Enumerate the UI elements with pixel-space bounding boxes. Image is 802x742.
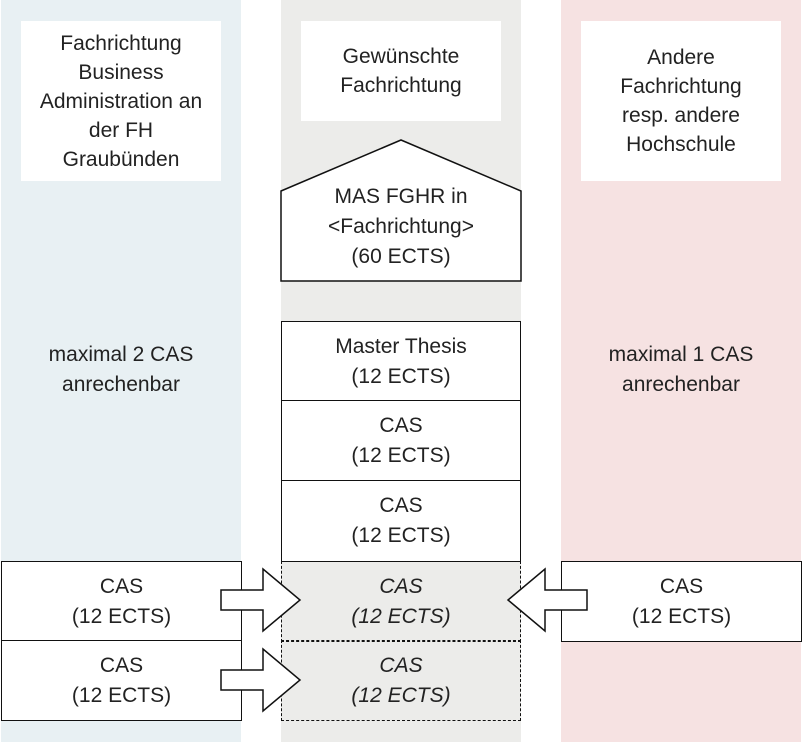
left-cas-title: CAS bbox=[99, 653, 144, 677]
right-cas-box: CAS (12 ECTS) bbox=[561, 561, 802, 642]
master-thesis-ects: (12 ECTS) bbox=[351, 364, 451, 388]
credited-cas-title: CAS bbox=[379, 574, 423, 598]
cas-box-middle-1: CAS (12 ECTS) bbox=[281, 400, 521, 482]
master-thesis-title: Master Thesis bbox=[335, 334, 467, 358]
left-cas-box-2: CAS (12 ECTS) bbox=[1, 640, 242, 721]
credited-cas-ects: (12 ECTS) bbox=[351, 604, 451, 628]
credited-cas-ects: (12 ECTS) bbox=[351, 683, 451, 707]
arrow-left-icon bbox=[506, 567, 588, 633]
cas-title: CAS bbox=[379, 414, 423, 437]
middle-column-header: Gewünschte Fachrichtung bbox=[301, 21, 501, 121]
cas-box-middle-2: CAS (12 ECTS) bbox=[281, 480, 521, 562]
right-cas-ects: (12 ECTS) bbox=[631, 604, 732, 628]
right-credit-note: maximal 1 CAS anrechenbar bbox=[608, 343, 754, 396]
mas-label: MAS FGHR in <Fachrichtung> (60 ECTS) bbox=[328, 185, 474, 268]
left-cas-title: CAS bbox=[99, 574, 144, 598]
arrow-right-icon bbox=[220, 647, 302, 713]
left-cas-ects: (12 ECTS) bbox=[71, 683, 172, 707]
left-credit-note: maximal 2 CAS anrechenbar bbox=[48, 343, 194, 396]
master-thesis-box: Master Thesis (12 ECTS) bbox=[281, 321, 521, 402]
right-cas-title: CAS bbox=[659, 574, 704, 598]
right-column-header: Andere Fachrichtung resp. andere Hochsch… bbox=[581, 21, 781, 181]
credited-cas-box-2: CAS (12 ECTS) bbox=[281, 640, 521, 721]
credited-cas-box-1: CAS (12 ECTS) bbox=[281, 561, 521, 642]
left-cas-box-1: CAS (12 ECTS) bbox=[1, 561, 242, 642]
credited-cas-title: CAS bbox=[379, 653, 423, 677]
left-column-header: Fachrichtung Business Administration an … bbox=[21, 21, 221, 181]
left-cas-ects: (12 ECTS) bbox=[71, 604, 172, 628]
arrow-right-icon bbox=[220, 567, 302, 633]
cas-ects: (12 ECTS) bbox=[351, 444, 451, 467]
mas-pentagon-shape bbox=[280, 139, 522, 282]
cas-title: CAS bbox=[379, 494, 423, 517]
cas-ects: (12 ECTS) bbox=[351, 524, 451, 547]
